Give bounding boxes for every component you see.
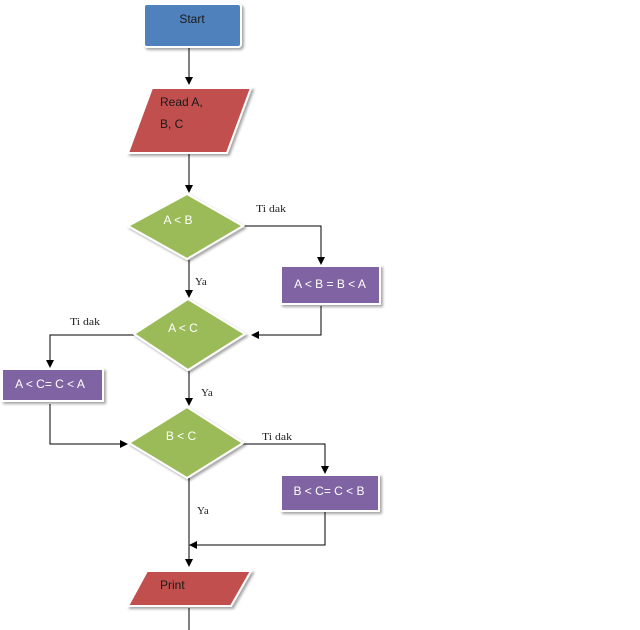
start-label: Start [179,12,205,26]
print-output-node[interactable]: Print [126,570,253,607]
start-shape [143,3,242,48]
arrow-decision-ac-no [46,334,135,368]
decision-a-lt-c-label: A < C [168,321,198,335]
decision-a-lt-b[interactable]: A < B [125,192,245,261]
arrow-decision-bc-no [243,443,329,474]
label-ab-no: Ti dak [256,203,287,215]
process-swap-ac-shape [1,368,104,402]
label-bc-yes: Ya [197,505,209,517]
process-swap-ac[interactable]: A < C= C < A [1,368,104,402]
arrow-swap-ac-return [49,404,128,448]
process-swap-ab-shape [280,265,381,305]
label-ac-yes: Ya [201,387,213,399]
connectors [46,48,329,630]
decision-b-lt-c-shape [127,405,245,480]
arrow-swap-ab-return [251,306,322,339]
decision-a-lt-c-shape [132,297,247,372]
read-input-label-line1: Read A, [160,95,203,109]
decision-a-lt-b-label: A < B [163,213,192,227]
read-input-label-line2: B, C [160,117,184,131]
label-ab-yes: Ya [195,276,207,288]
arrow-decision-ab-no [243,225,325,265]
read-input-node[interactable]: Read A, B, C [126,87,253,154]
print-output-shape [126,570,253,607]
start-node[interactable]: Start [143,3,242,48]
process-swap-bc-label: B < C= C < B [293,484,364,498]
process-swap-bc-shape [280,474,380,512]
decision-a-lt-c[interactable]: A < C [132,297,247,372]
decision-a-lt-b-shape [125,192,245,261]
process-swap-ab-label: A < B = B < A [294,277,366,291]
edge-labels: Ti dak Ya Ti dak Ya Ti dak Ya [70,203,293,517]
arrow-swap-bc-return [189,512,326,549]
process-swap-ac-label: A < C= C < A [15,377,85,391]
decision-b-lt-c[interactable]: B < C [127,405,245,480]
print-output-label: Print [160,578,185,592]
read-input-shape [126,87,253,154]
process-swap-ab[interactable]: A < B = B < A [280,265,381,305]
label-ac-no: Ti dak [70,316,101,328]
process-swap-bc[interactable]: B < C= C < B [280,474,380,512]
decision-b-lt-c-label: B < C [166,429,197,443]
label-bc-no: Ti dak [262,431,293,443]
